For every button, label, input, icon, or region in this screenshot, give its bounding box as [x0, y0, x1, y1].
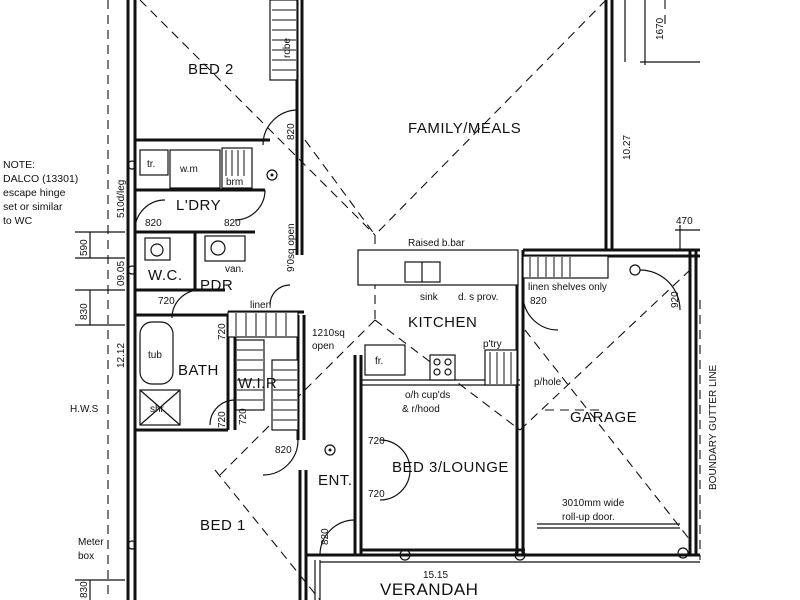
note-line-3: escape hinge	[3, 187, 66, 199]
room-verandah: VERANDAH	[380, 580, 478, 599]
dim-820-ldry-l: 820	[145, 218, 162, 229]
note-9sq-open: 9'0sq open	[286, 223, 297, 272]
label-fr: fr.	[375, 356, 383, 367]
label-phole: p/hole	[534, 377, 562, 388]
dim-820-kitchen: 820	[530, 296, 547, 307]
label-sink: sink	[420, 292, 439, 303]
dim-820-bed2: 820	[286, 123, 297, 140]
room-family-meals: FAMILY/MEALS	[408, 120, 521, 137]
label-van: van.	[225, 264, 244, 275]
dim-510-leg: 510d/leg	[116, 180, 127, 218]
dim-820-bed1: 820	[320, 528, 331, 545]
label-brm: brm	[226, 177, 243, 188]
note-boundary-gutter: BOUNDARY GUTTER LINE	[708, 364, 719, 490]
note-line-4: set or similar	[3, 201, 63, 213]
label-ptry: p'try	[483, 339, 502, 350]
dim-590: 590	[79, 239, 90, 256]
dim-720-bath-v: 720	[217, 323, 228, 340]
label-wm: w.m	[179, 164, 198, 175]
dim-720-bed3-b: 720	[368, 489, 385, 500]
label-hws: H.W.S	[70, 404, 99, 415]
dim-720-wir: 720	[238, 408, 249, 425]
dim-720-bed3-t: 720	[368, 436, 385, 447]
door-swings	[134, 109, 681, 556]
dim-1670: 1670	[655, 17, 666, 40]
room-bed3-lounge: BED 3/LOUNGE	[392, 459, 509, 476]
room-bed1: BED 1	[200, 517, 246, 534]
dim-1027: 10.27	[622, 135, 633, 160]
note-line-2: DALCO (13301)	[3, 173, 78, 185]
note-1210-b: open	[312, 341, 334, 352]
label-linen-shelves: linen shelves only	[528, 282, 607, 293]
label-shr: shr.	[150, 404, 166, 415]
note-line-1: NOTE:	[3, 159, 35, 171]
label-robe: robe	[282, 38, 293, 58]
fixture-labels: robe tr. w.m brm van. linen tub shr. fr.…	[70, 38, 607, 562]
dim-1515: 15.15	[423, 570, 448, 581]
room-kitchen: KITCHEN	[408, 314, 477, 331]
label-tr: tr.	[147, 159, 155, 170]
dim-830-bot: 830	[79, 581, 90, 598]
label-tub: tub	[148, 350, 162, 361]
dim-1212: 12.12	[116, 343, 127, 368]
note-rollup-b: roll-up door.	[562, 512, 615, 523]
dim-470: 470	[676, 216, 693, 227]
room-wir: W.I.R	[238, 375, 277, 392]
label-raised-bbar: Raised b.bar	[408, 238, 465, 249]
label-ds-prov: d. s prov.	[458, 292, 498, 303]
dimension-labels: 1670 10.27 470 820 820 820 590 09.05 510…	[79, 17, 693, 598]
dim-720-pdr: 720	[158, 296, 175, 307]
label-meter-1: Meter	[78, 537, 104, 548]
label-linen: linen	[250, 300, 271, 311]
label-meter-2: box	[78, 551, 94, 562]
note-line-5: to WC	[3, 215, 33, 227]
dim-830-top: 830	[79, 303, 90, 320]
label-oh-cupbds: o/h cup'ds	[405, 390, 450, 401]
dimension-lines	[75, 0, 700, 600]
note-rollup-a: 3010mm wide	[562, 498, 625, 509]
notes: NOTE: DALCO (13301) escape hinge set or …	[3, 159, 719, 523]
dim-820-ent: 820	[275, 445, 292, 456]
room-bath: BATH	[178, 362, 219, 379]
note-1210-a: 1210sq	[312, 328, 345, 339]
dim-720-bath-b: 720	[217, 411, 228, 428]
room-wc: W.C.	[148, 267, 183, 284]
room-garage: GARAGE	[570, 409, 637, 426]
dim-820-ldry-r: 820	[224, 218, 241, 229]
room-entry: ENT.	[318, 472, 353, 489]
room-ldry: L'DRY	[176, 197, 221, 214]
dim-920-garage: 920	[670, 291, 681, 308]
dim-0905: 09.05	[116, 261, 127, 286]
label-r-hood: & r/hood	[402, 404, 440, 415]
room-labels: BED 2 FAMILY/MEALS L'DRY W.C. PDR BATH W…	[148, 61, 637, 599]
walls	[126, 0, 700, 600]
fixtures	[127, 0, 689, 561]
room-pdr: PDR	[200, 277, 233, 294]
room-bed2: BED 2	[188, 61, 234, 78]
